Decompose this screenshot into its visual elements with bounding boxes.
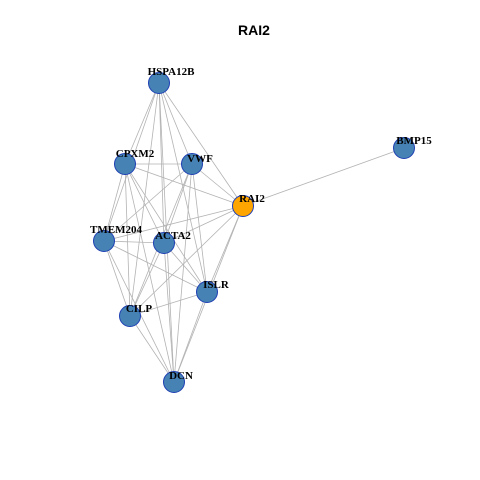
edge-cpxm2-dcn <box>124 163 175 383</box>
edge-hspa12b-islr <box>158 82 208 293</box>
node-rai2[interactable] <box>232 195 254 217</box>
edge-acta2-dcn <box>163 242 175 383</box>
node-label-cilp: CILP <box>126 303 153 315</box>
edge-tmem204-cilp <box>103 240 131 317</box>
edge-rai2-cilp <box>129 205 244 317</box>
edge-rai2-acta2 <box>163 205 244 244</box>
edge-vwf-dcn <box>173 163 193 383</box>
node-label-tmem204: TMEM204 <box>90 224 142 236</box>
edge-cpxm2-cilp <box>124 163 131 317</box>
edge-hspa12b-cpxm2 <box>124 82 160 165</box>
node-label-vwf: VWF <box>187 153 213 165</box>
node-hspa12b[interactable] <box>148 72 170 94</box>
edge-islr-dcn <box>173 291 208 383</box>
edge-vwf-rai2 <box>191 163 244 207</box>
edge-hspa12b-cilp <box>129 82 160 317</box>
edge-hspa12b-acta2 <box>158 82 165 244</box>
node-vwf[interactable] <box>181 153 203 175</box>
node-label-rai2: RAI2 <box>239 193 265 205</box>
node-dcn[interactable] <box>163 371 185 393</box>
edge-cpxm2-rai2 <box>124 163 244 207</box>
edge-hspa12b-rai2 <box>158 82 244 207</box>
edges-layer <box>103 82 405 383</box>
edge-rai2-bmp15 <box>242 147 405 207</box>
edge-cpxm2-tmem204 <box>103 163 126 242</box>
edge-tmem204-islr <box>103 240 208 293</box>
edge-vwf-islr <box>191 163 208 293</box>
node-tmem204[interactable] <box>93 230 115 252</box>
nodes-layer <box>93 72 415 393</box>
node-cpxm2[interactable] <box>114 153 136 175</box>
node-label-bmp15: BMP15 <box>396 135 432 147</box>
edge-rai2-tmem204 <box>103 205 244 242</box>
node-acta2[interactable] <box>153 232 175 254</box>
node-cilp[interactable] <box>119 305 141 327</box>
edge-vwf-tmem204 <box>103 163 193 242</box>
graph-title: RAI2 <box>238 22 270 38</box>
edge-cpxm2-acta2 <box>124 163 165 244</box>
edge-islr-cilp <box>129 291 208 317</box>
edge-vwf-acta2 <box>163 163 193 244</box>
edge-cilp-dcn <box>129 315 175 383</box>
node-bmp15[interactable] <box>393 137 415 159</box>
node-label-acta2: ACTA2 <box>155 230 191 242</box>
node-label-islr: ISLR <box>203 279 230 291</box>
edge-acta2-cilp <box>129 242 165 317</box>
node-label-dcn: DCN <box>169 370 193 382</box>
edge-hspa12b-vwf <box>158 82 193 165</box>
node-label-hspa12b: HSPA12B <box>148 66 196 78</box>
node-islr[interactable] <box>196 281 218 303</box>
node-label-cpxm2: CPXM2 <box>116 148 155 160</box>
